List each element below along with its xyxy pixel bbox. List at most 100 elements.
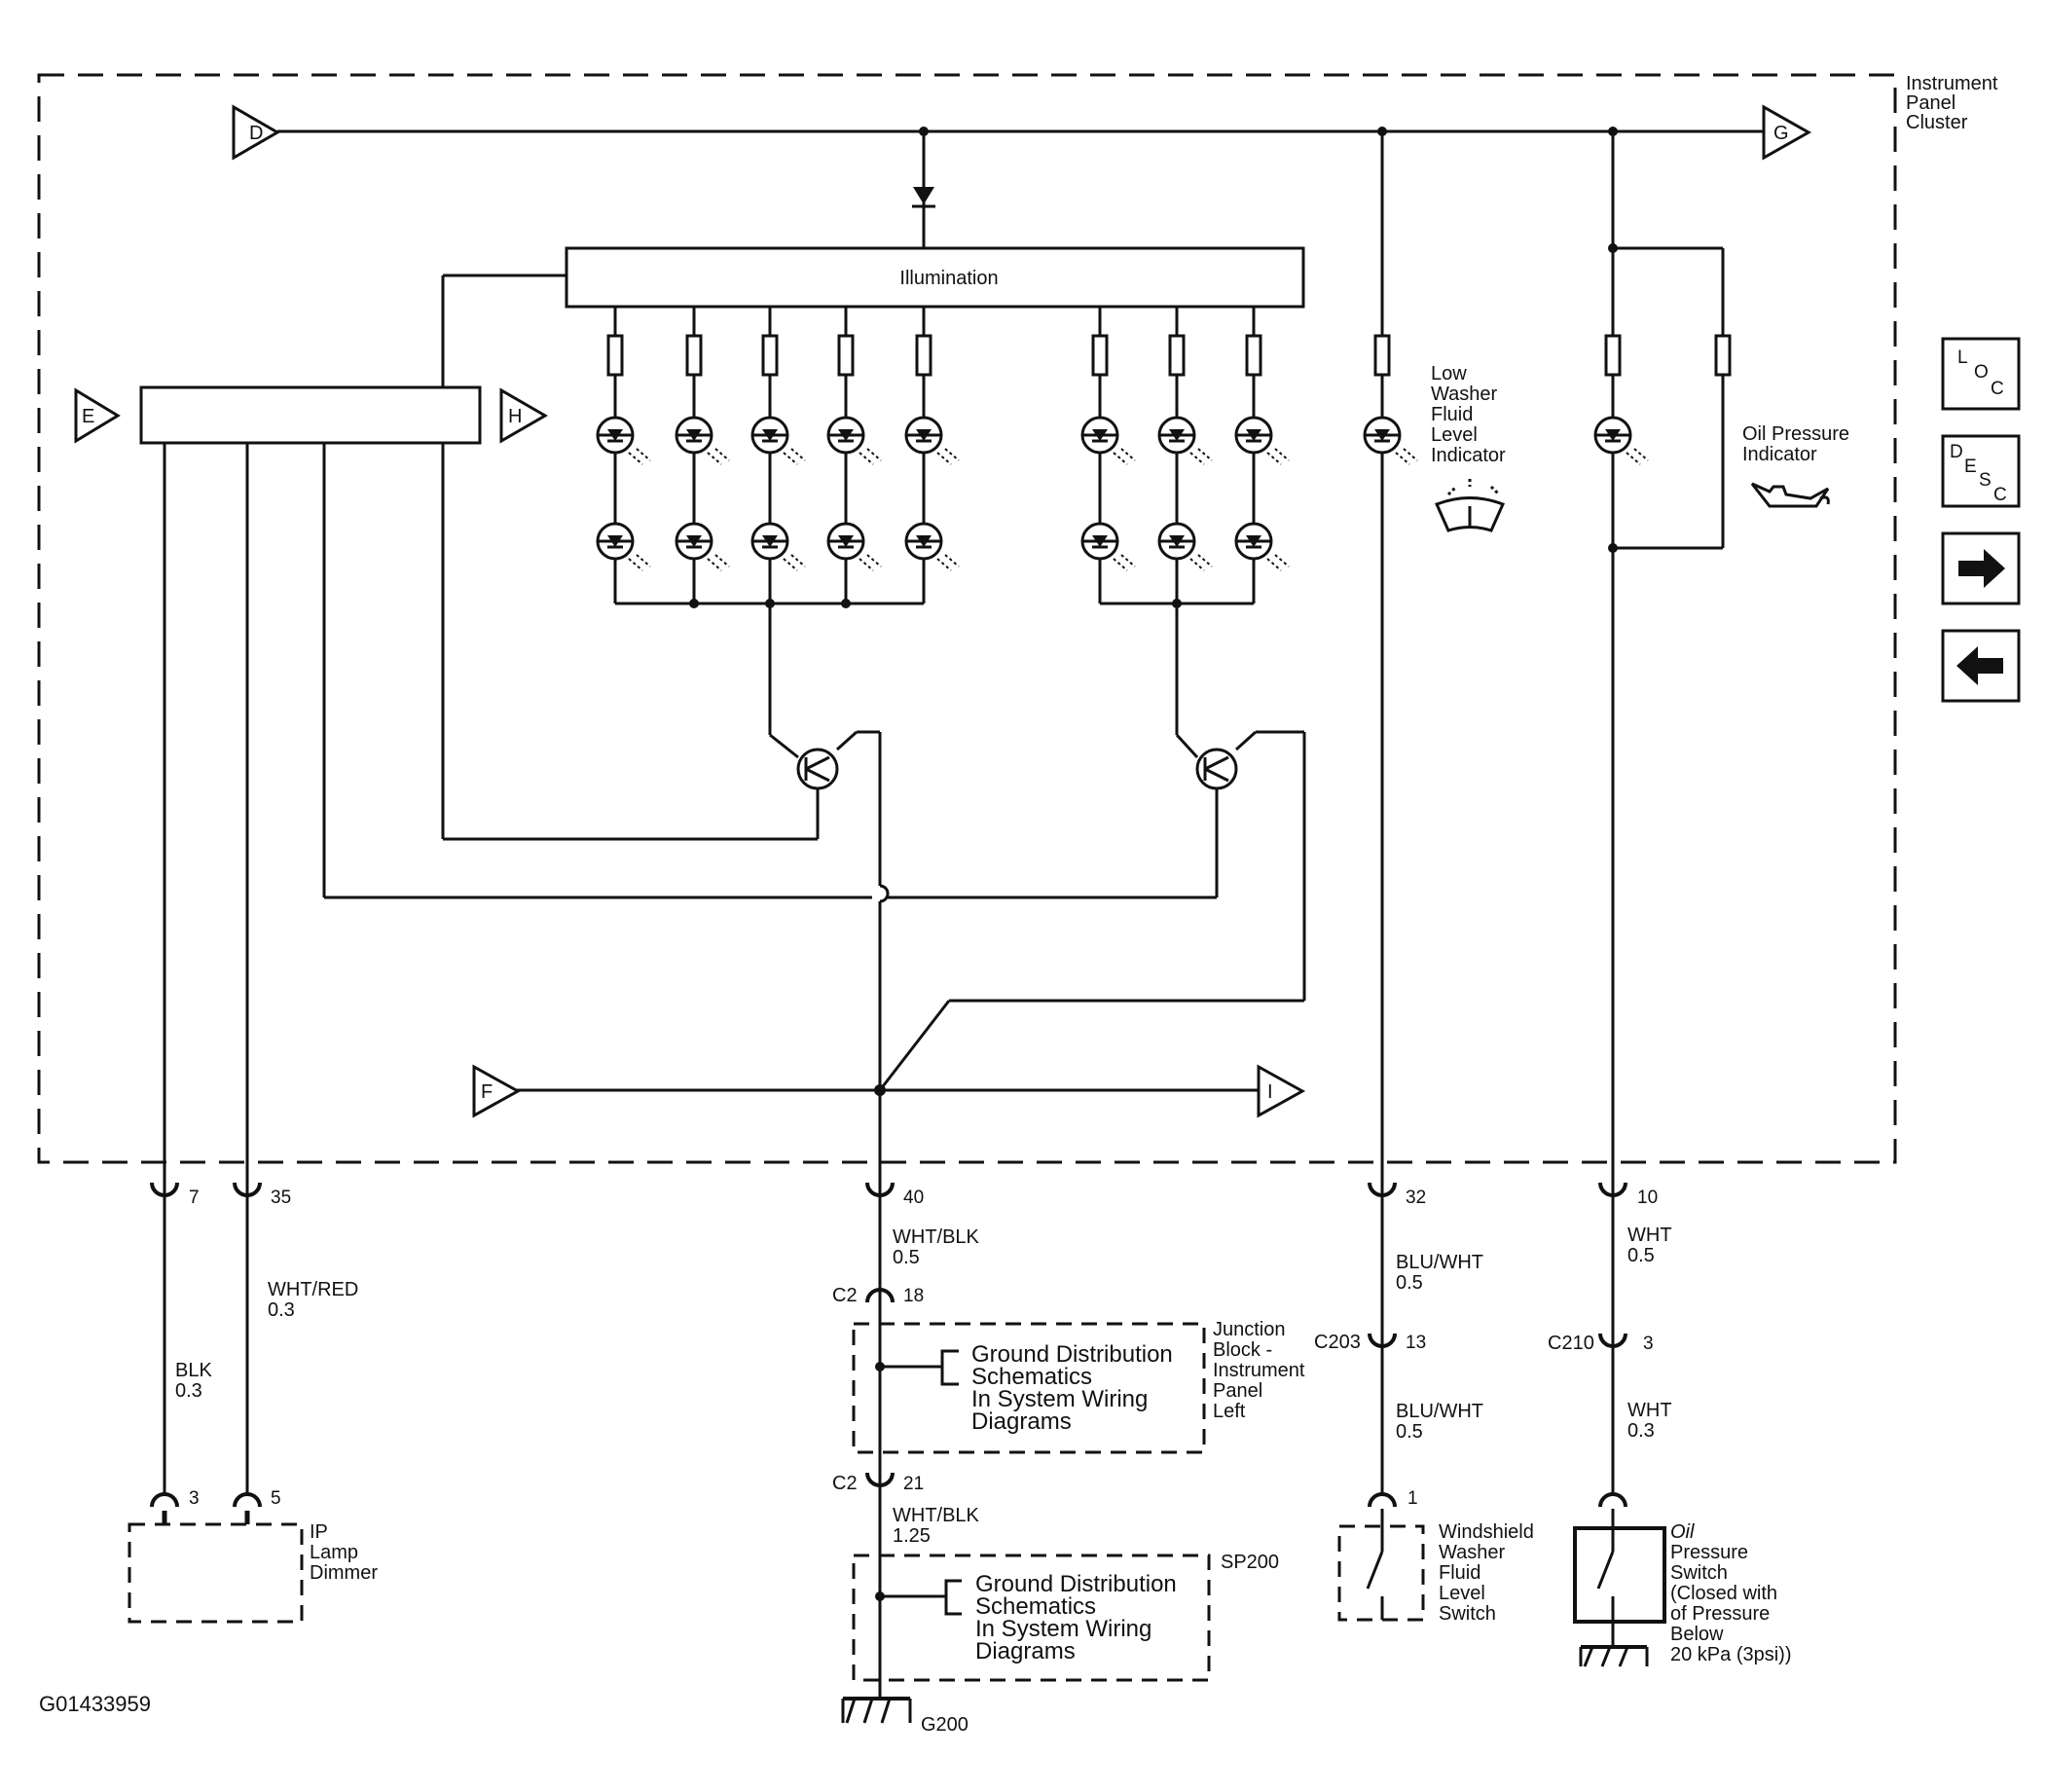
diode-icon [912,187,935,208]
ip-lamp-dimmer-label: IP Lamp Dimmer [310,1521,378,1584]
wire-color-label: BLK [175,1360,212,1381]
illumination-label: Illumination [899,268,998,289]
connector-c2-label: C2 [832,1285,858,1306]
svg-text:D: D [1950,442,1963,462]
pin-32: 32 [1406,1188,1426,1208]
oil-pressure-lamp-icon [1593,416,1650,466]
svg-text:Washer: Washer [1439,1542,1506,1563]
svg-text:C: C [1991,379,2004,399]
prev-button[interactable] [1941,629,2021,703]
wire-color-label: WHT/BLK [893,1505,980,1526]
connector-c2-pin: 21 [903,1474,924,1494]
pin-35: 35 [271,1188,291,1208]
illumination-lamps [596,416,1291,572]
connector-e [74,387,121,444]
desc-button[interactable]: D E S C [1941,434,2021,508]
svg-text:Level: Level [1439,1583,1485,1604]
washer-switch-pin: 1 [1407,1488,1418,1509]
connector-h-label: H [508,406,522,427]
wire-color-label: WHT/RED [268,1279,358,1300]
wire-gauge-label: 1.25 [893,1525,931,1547]
svg-text:of Pressure: of Pressure [1670,1603,1770,1625]
low-washer-indicator-label: Low Washer Fluid Level Indicator [1431,363,1506,466]
figure-id: G01433959 [39,1692,151,1716]
svg-text:Ground Distribution: Ground Distribution [971,1341,1173,1368]
dimmer-pin-5: 5 [271,1488,281,1509]
svg-text:Dimmer: Dimmer [310,1562,378,1584]
connector-c2-pin: 18 [903,1286,924,1306]
svg-text:Left: Left [1213,1401,1246,1422]
connector-h [499,387,548,444]
svg-text:Diagrams: Diagrams [971,1408,1072,1435]
svg-text:In System Wiring: In System Wiring [971,1386,1148,1412]
connector-d-label: D [249,123,263,144]
splice-sp200-label: SP200 [1221,1552,1279,1573]
svg-text:Indicator: Indicator [1431,445,1506,466]
svg-text:Oil: Oil [1670,1521,1695,1543]
svg-text:Cluster: Cluster [1906,112,1968,133]
dimmer-pin-3: 3 [189,1488,200,1509]
svg-text:Panel: Panel [1906,92,1956,114]
ground-g200-label: G200 [921,1714,969,1736]
loc-button[interactable]: L O C [1941,337,2021,411]
arrow-right-icon [1958,549,2005,588]
wire-color-label: BLU/WHT [1396,1401,1483,1422]
connector-g-label: G [1773,123,1789,144]
illumination-resistors [606,334,1732,377]
low-washer-lamp-icon [1363,416,1419,466]
oil-can-icon [1750,482,1830,508]
svg-text:Panel: Panel [1213,1380,1262,1402]
wire-gauge-label: 0.3 [268,1299,295,1321]
pin-10: 10 [1637,1188,1658,1208]
connector-e-label: E [82,406,94,427]
svg-text:Schematics: Schematics [975,1593,1096,1620]
wire-color-label: WHT [1627,1225,1672,1246]
next-button[interactable] [1941,531,2021,605]
connector-f-label: F [481,1081,493,1103]
svg-text:In System Wiring: In System Wiring [975,1616,1151,1642]
svg-text:Instrument: Instrument [1906,73,1998,94]
arrow-left-icon [1956,646,2003,685]
wire-gauge-label: 0.5 [1396,1421,1423,1443]
svg-text:Block -: Block - [1213,1339,1272,1361]
wire-gauge-label: 0.3 [1627,1420,1655,1442]
connector-g [1762,104,1812,161]
svg-text:Junction: Junction [1213,1319,1286,1340]
svg-text:Lamp: Lamp [310,1542,358,1563]
svg-text:Indicator: Indicator [1742,444,1817,465]
svg-text:Oil Pressure: Oil Pressure [1742,423,1849,445]
connector-c210-pin: 3 [1643,1334,1654,1354]
transistor-icon [796,748,839,790]
wire-color-label: WHT/BLK [893,1226,980,1248]
svg-text:S: S [1979,470,1992,491]
connector-c203-pin: 13 [1406,1333,1426,1353]
connector-c2-label: C2 [832,1473,858,1494]
svg-text:Pressure: Pressure [1670,1542,1748,1563]
svg-text:L: L [1957,347,1968,368]
wire-gauge-label: 0.3 [175,1380,202,1402]
instrument-panel-cluster-outline [37,73,1897,1164]
svg-text:(Closed with: (Closed with [1670,1583,1777,1604]
svg-text:Below: Below [1670,1624,1724,1645]
oil-pressure-switch-label: Oil Pressure Switch (Closed with of Pres… [1670,1521,1792,1665]
wire-color-label: WHT [1627,1400,1672,1421]
ground-distribution-link[interactable]: Ground Distribution Schematics In System… [975,1571,1177,1664]
transistor-icon [1195,748,1238,790]
svg-text:Switch: Switch [1670,1562,1728,1584]
svg-text:Fluid: Fluid [1439,1562,1480,1584]
svg-text:Fluid: Fluid [1431,404,1473,425]
pin-40: 40 [903,1188,924,1208]
ground-distribution-link[interactable]: Ground Distribution Schematics In System… [971,1341,1173,1435]
connector-f [472,1064,522,1118]
junction-block-label: Junction Block - Instrument Panel Left [1213,1319,1305,1422]
svg-text:Ground Distribution: Ground Distribution [975,1571,1177,1597]
svg-text:Diagrams: Diagrams [975,1638,1076,1664]
svg-text:Switch: Switch [1439,1603,1496,1625]
wire-gauge-label: 0.5 [1627,1245,1655,1266]
instrument-panel-cluster-label: Instrument Panel Cluster [1906,73,1998,133]
svg-text:Instrument: Instrument [1213,1360,1305,1381]
wire-color-label: BLU/WHT [1396,1252,1483,1273]
svg-text:O: O [1974,362,1989,383]
oil-pressure-indicator-label: Oil Pressure Indicator [1742,423,1849,465]
